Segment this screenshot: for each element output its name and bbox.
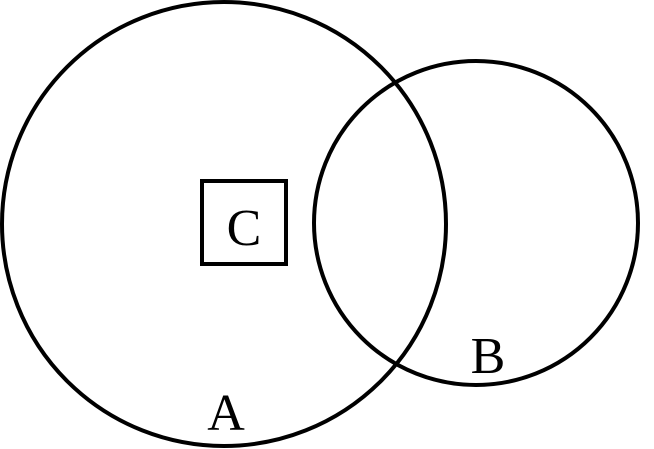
set-b-circle xyxy=(312,59,640,387)
set-c-square xyxy=(200,179,288,266)
set-b-label: B xyxy=(471,328,506,385)
set-a-circle xyxy=(0,0,448,448)
set-a-label: A xyxy=(207,385,245,442)
set-c-label: C xyxy=(227,200,262,257)
